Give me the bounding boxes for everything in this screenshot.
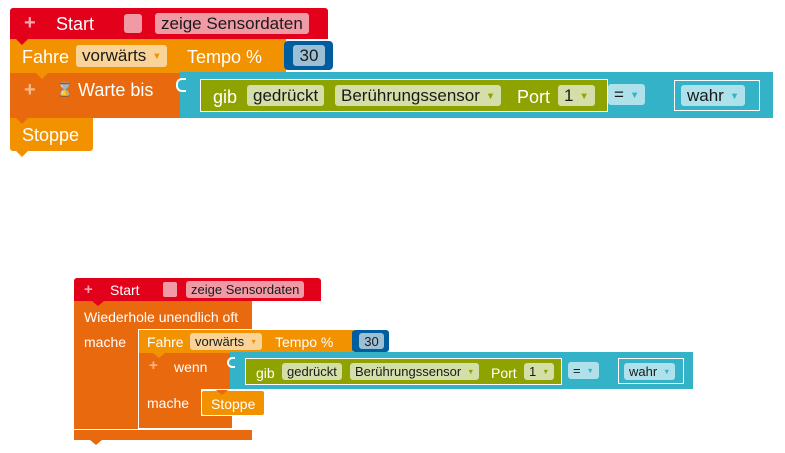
connector-notch bbox=[216, 390, 228, 395]
boolean-value: wahr bbox=[687, 86, 724, 105]
port-label: Port bbox=[491, 365, 517, 381]
port-label: Port bbox=[517, 87, 551, 107]
dropdown-arrow-icon: ▼ bbox=[542, 367, 550, 376]
sensor-mode-field: gedrückt bbox=[247, 85, 325, 106]
speed-label: Tempo % bbox=[187, 47, 263, 67]
plus-icon[interactable]: + bbox=[24, 79, 36, 101]
drive-label: Fahre bbox=[22, 47, 70, 67]
plus-icon[interactable]: + bbox=[84, 281, 93, 298]
port-dropdown[interactable]: 1▼ bbox=[558, 85, 595, 106]
start-block[interactable]: + Start zeige Sensordaten bbox=[10, 8, 328, 39]
start-block[interactable]: + Start zeige Sensordaten bbox=[74, 278, 321, 301]
repeat-footer bbox=[74, 429, 252, 440]
connector-notch bbox=[153, 353, 165, 358]
sensor-data-label: zeige Sensordaten bbox=[155, 13, 309, 34]
touch-sensor-block[interactable]: gib gedrückt Berührungssensor▼ Port 1▼ bbox=[245, 358, 562, 385]
repeat-arm: mache bbox=[74, 329, 138, 429]
sensor-mode-field: gedrückt bbox=[282, 363, 342, 380]
wait-until-block[interactable]: + ⌛ Warte bis bbox=[10, 73, 182, 118]
direction-dropdown[interactable]: vorwärts ▼ bbox=[190, 333, 263, 350]
connector-notch bbox=[16, 151, 28, 157]
direction-value: vorwärts bbox=[82, 46, 147, 65]
operator-dropdown[interactable]: =▼ bbox=[608, 84, 646, 105]
connector-notch bbox=[36, 73, 48, 79]
start-label: Start bbox=[56, 14, 95, 34]
if-label: wenn bbox=[174, 359, 208, 375]
speed-label: Tempo % bbox=[275, 334, 334, 350]
if-footer-right bbox=[170, 416, 232, 429]
repeat-forever-block[interactable]: Wiederhole unendlich oft bbox=[74, 301, 252, 329]
plus-icon[interactable]: + bbox=[149, 357, 158, 374]
if-do-label: mache bbox=[147, 395, 190, 411]
drive-block[interactable]: Fahre vorwärts ▼ Tempo % bbox=[10, 39, 286, 73]
dropdown-arrow-icon: ▼ bbox=[586, 366, 594, 375]
input-socket bbox=[176, 78, 186, 92]
port-dropdown[interactable]: 1▼ bbox=[524, 363, 555, 380]
boolean-block[interactable]: wahr ▼ bbox=[618, 358, 684, 384]
dropdown-arrow-icon: ▼ bbox=[467, 367, 475, 376]
sensor-type-value: Berührungssensor bbox=[355, 364, 462, 379]
drive-block[interactable]: Fahre vorwärts ▼ Tempo % bbox=[138, 329, 353, 353]
sensor-type-dropdown[interactable]: Berührungssensor ▼ bbox=[335, 85, 502, 106]
stop-block[interactable]: Stoppe bbox=[10, 118, 93, 151]
dropdown-arrow-icon: ▼ bbox=[663, 367, 671, 376]
operator-value: = bbox=[573, 363, 581, 378]
boolean-dropdown[interactable]: wahr ▼ bbox=[681, 85, 746, 106]
speed-number-block[interactable]: 30 bbox=[284, 41, 333, 70]
direction-dropdown[interactable]: vorwärts ▼ bbox=[76, 45, 168, 67]
input-socket bbox=[227, 357, 235, 368]
dropdown-arrow-icon: ▼ bbox=[729, 90, 740, 101]
connector-notch bbox=[16, 118, 28, 124]
port-value: 1 bbox=[564, 86, 574, 105]
connector-notch bbox=[90, 440, 102, 445]
if-block[interactable]: + wenn bbox=[138, 353, 232, 389]
compare-block[interactable]: gib gedrückt Berührungssensor▼ Port 1▼ =… bbox=[227, 352, 693, 389]
sensor-type-dropdown[interactable]: Berührungssensor ▼ bbox=[350, 363, 480, 380]
speed-number-block[interactable]: 30 bbox=[352, 330, 389, 352]
connector-notch bbox=[16, 39, 28, 45]
repeat-do-label: mache bbox=[84, 334, 127, 350]
direction-value: vorwärts bbox=[195, 334, 245, 349]
drive-label: Fahre bbox=[147, 334, 184, 350]
stop-label: Stoppe bbox=[22, 125, 80, 145]
sensor-prefix: gib bbox=[256, 365, 275, 381]
start-label: Start bbox=[110, 282, 140, 298]
sensor-data-label: zeige Sensordaten bbox=[186, 281, 305, 298]
speed-input[interactable]: 30 bbox=[293, 45, 325, 66]
port-value: 1 bbox=[529, 364, 537, 379]
boolean-value: wahr bbox=[629, 364, 658, 379]
hourglass-icon: ⌛ bbox=[56, 81, 74, 97]
boolean-dropdown[interactable]: wahr ▼ bbox=[624, 363, 676, 380]
dropdown-arrow-icon: ▼ bbox=[152, 50, 162, 61]
dropdown-arrow-icon: ▼ bbox=[250, 337, 258, 346]
boolean-block[interactable]: wahr ▼ bbox=[674, 80, 760, 111]
sensor-type-value: Berührungssensor bbox=[341, 86, 480, 105]
sensor-data-checkbox[interactable] bbox=[163, 282, 177, 297]
connector-notch bbox=[92, 301, 104, 306]
stop-label: Stoppe bbox=[211, 396, 256, 412]
compare-block[interactable]: gib gedrückt Berührungssensor▼ Port 1▼ =… bbox=[176, 72, 773, 118]
dropdown-arrow-icon: ▼ bbox=[485, 90, 496, 101]
sensor-prefix: gib bbox=[213, 87, 238, 107]
plus-icon[interactable]: + bbox=[24, 12, 36, 34]
touch-sensor-block[interactable]: gib gedrückt Berührungssensor▼ Port 1▼ bbox=[200, 79, 608, 112]
sensor-data-checkbox[interactable] bbox=[124, 14, 142, 33]
repeat-label: Wiederhole unendlich oft bbox=[84, 309, 239, 325]
operator-dropdown[interactable]: =▼ bbox=[568, 362, 599, 379]
speed-input[interactable]: 30 bbox=[359, 333, 384, 349]
operator-value: = bbox=[614, 85, 624, 104]
dropdown-arrow-icon: ▼ bbox=[629, 89, 640, 100]
dropdown-arrow-icon: ▼ bbox=[579, 90, 589, 101]
if-footer bbox=[138, 417, 170, 429]
stop-block[interactable]: Stoppe bbox=[201, 390, 265, 416]
wait-label: Warte bis bbox=[78, 80, 154, 100]
